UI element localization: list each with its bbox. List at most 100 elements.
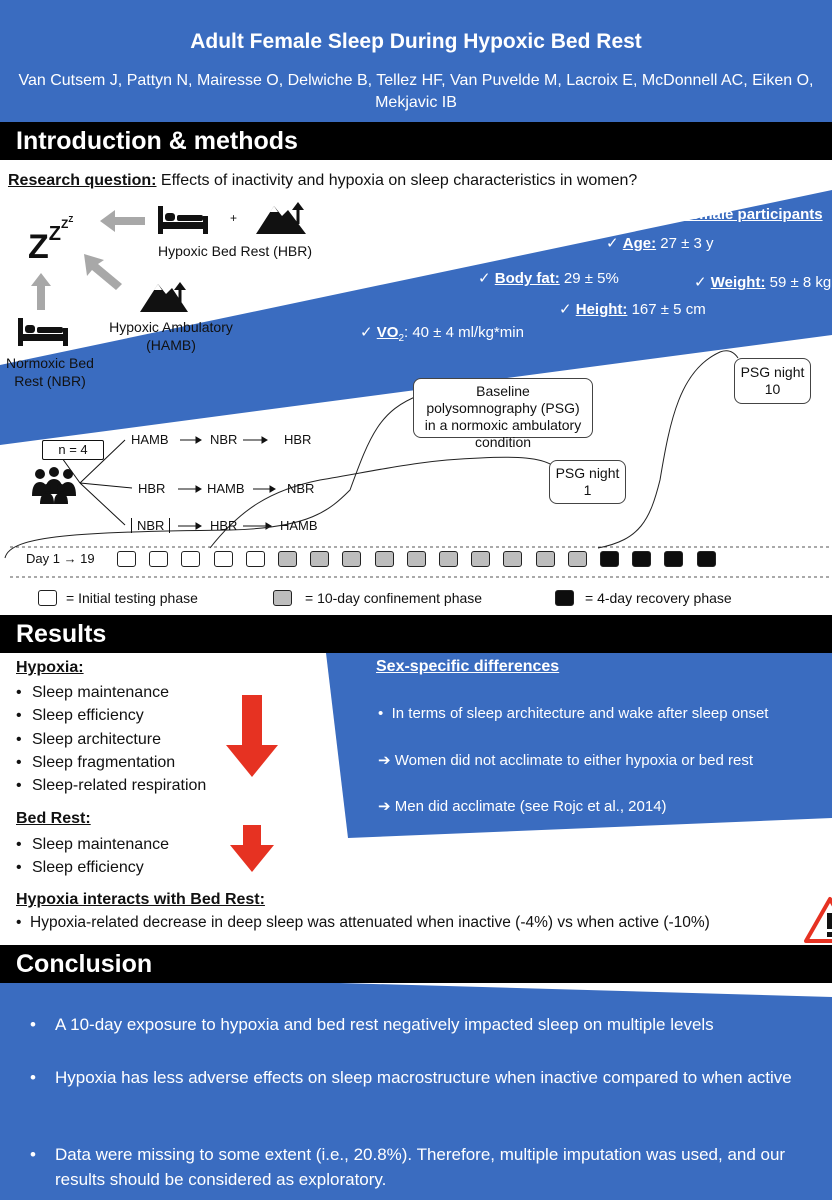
arrow-right-icon: ➔ [378, 752, 391, 769]
nbr-label: Normoxic Bed Rest (NBR) [6, 355, 94, 389]
day-17-box [632, 551, 652, 567]
sequence-1-step-1: HAMB [131, 432, 169, 447]
sequence-3-step-3: HAMB [280, 518, 318, 533]
hypoxia-effect-item: Sleep-related respiration [16, 774, 206, 798]
bedrest-effect-item: Sleep maintenance [16, 833, 169, 856]
group-icon [32, 467, 76, 504]
conclusion-item-3: •Data were missing to some extent (i.e.,… [30, 1145, 786, 1189]
day-9-box [374, 551, 394, 567]
results-background [326, 653, 832, 838]
bedrest-decrease-arrow-icon [230, 825, 274, 872]
n-group-label: n = 4 [42, 440, 104, 460]
rq-text: Effects of inactivity and hypoxia on sle… [156, 172, 638, 189]
hypoxia-effect-item: Sleep fragmentation [16, 751, 206, 775]
sequence-2-step-1: HBR [138, 481, 166, 496]
legend-confinement: = 10-day confinement phase [305, 590, 483, 606]
hamb-label: Hypoxic Ambulatory (HAMB) [109, 319, 233, 353]
conclusion-heading: Conclusion [0, 945, 832, 983]
hypoxia-effect-item: Sleep efficiency [16, 704, 206, 728]
conclusion-panel [0, 983, 832, 1200]
weight-stat: ✓ Weight: 59 ± 8 kg [694, 274, 832, 291]
day-15-box [567, 551, 587, 567]
day-3-box [181, 551, 201, 567]
day-2-box [149, 551, 169, 567]
bedrest-list: Sleep maintenanceSleep efficiency [16, 833, 169, 879]
hbr-label: Hypoxic Bed Rest (HBR) [158, 243, 313, 259]
day-18-box [664, 551, 684, 567]
sequence-1-step-2: NBR [210, 432, 238, 447]
day-14-box [535, 551, 555, 567]
day-6-box [278, 551, 297, 567]
sequence-3-step-1: NBR [131, 518, 171, 533]
sequence-2-step-3: NBR [287, 481, 315, 496]
day-7-box [310, 551, 330, 567]
legend-initial-swatch [38, 590, 57, 606]
day-5-box [245, 551, 265, 567]
zzz-icon: ZZZZ [28, 215, 74, 266]
hypoxia-decrease-arrow-icon [226, 695, 278, 777]
day-10-box [406, 551, 426, 567]
hypoxia-effect-item: Sleep architecture [16, 728, 206, 752]
sex-differences-title: Sex-specific differences [376, 658, 560, 675]
participants-triangle [0, 190, 832, 445]
check-icon: ✓ [360, 324, 373, 341]
bedrest-effect-item: Sleep efficiency [16, 856, 169, 879]
vo2-stat: ✓ VO2: 40 ± 4 ml/kg*min [360, 324, 524, 344]
sequence-2-step-2: HAMB [207, 481, 245, 496]
psg-night-10-box: PSG night 10 [734, 358, 811, 404]
bed-icon [158, 206, 208, 234]
sex-item-1: • In terms of sleep architecture and wak… [378, 705, 769, 722]
arrow-right-icon: ➔ [378, 798, 391, 815]
arrow-from-hbr-icon [100, 210, 145, 232]
sequence-3-step-2: HBR [210, 518, 238, 533]
psg-night-1-box: PSG night 1 [549, 460, 626, 504]
interaction-title: Hypoxia interacts with Bed Rest: [16, 891, 265, 908]
conclusion-item-1: •A 10-day exposure to hypoxia and bed re… [30, 1015, 714, 1034]
hypoxia-effect-item: Sleep maintenance [16, 681, 206, 705]
conclusion-background [0, 983, 832, 1200]
day-19-box [696, 551, 716, 567]
day-8-box [342, 551, 362, 567]
poster-header: Adult Female Sleep During Hypoxic Bed Re… [0, 0, 832, 122]
day-16-box [600, 551, 619, 567]
author-list: Van Cutsem J, Pattyn N, Mairesse O, Delw… [18, 72, 814, 111]
baseline-psg-box: Baseline polysomnography (PSG) in a norm… [413, 378, 593, 450]
poster-title: Adult Female Sleep During Hypoxic Bed Re… [190, 30, 642, 53]
warning-icon [804, 897, 832, 943]
design-connectors [4, 350, 832, 578]
arrow-from-hamb-icon [84, 254, 122, 290]
day-label: Day 1 → 19 [26, 551, 95, 566]
sex-item-3: ➔ Men did acclimate (see Rojc et al., 20… [378, 798, 667, 815]
height-stat: ✓ Height: 167 ± 5 cm [559, 301, 706, 318]
day-13-box [503, 551, 523, 567]
day-1-box [117, 551, 136, 567]
day-4-box [213, 551, 233, 567]
check-icon: ✓ [478, 270, 491, 287]
conclusion-item-2: •Hypoxia has less adverse effects on sle… [30, 1068, 792, 1087]
hypoxia-list: Sleep maintenanceSleep efficiencySleep a… [16, 681, 206, 798]
day-12-box [471, 551, 491, 567]
results-heading: Results [0, 615, 832, 653]
intro-icons [18, 202, 306, 346]
legend-recovery: = 4-day recovery phase [585, 590, 732, 606]
intro-heading: Introduction & methods [0, 122, 832, 160]
arrow-from-nbr-icon [31, 273, 51, 310]
legend-recovery-swatch [555, 590, 574, 606]
mountain-icon [256, 202, 306, 234]
age-stat: ✓ Age: 27 ± 3 y [606, 235, 714, 252]
participants-heading: 12 female participants [665, 206, 823, 223]
sex-item-2: ➔ Women did not acclimate to either hypo… [378, 752, 753, 769]
check-icon: ✓ [606, 235, 619, 252]
check-icon: ✓ [694, 274, 707, 291]
interaction-text: • Hypoxia-related decrease in deep sleep… [16, 914, 710, 931]
check-icon: ✓ [559, 301, 572, 318]
intro-background [0, 190, 832, 445]
sequence-1-step-3: HBR [284, 432, 312, 447]
hypoxia-title: Hypoxia: [16, 659, 84, 676]
sex-differences-panel [326, 653, 832, 838]
research-question: Research question: Effects of inactivity… [8, 172, 637, 190]
bodyfat-stat: ✓ Body fat: 29 ± 5% [478, 270, 619, 287]
mountain-icon [140, 282, 188, 312]
plus-sign: + [230, 211, 238, 225]
day-11-box [439, 551, 458, 567]
